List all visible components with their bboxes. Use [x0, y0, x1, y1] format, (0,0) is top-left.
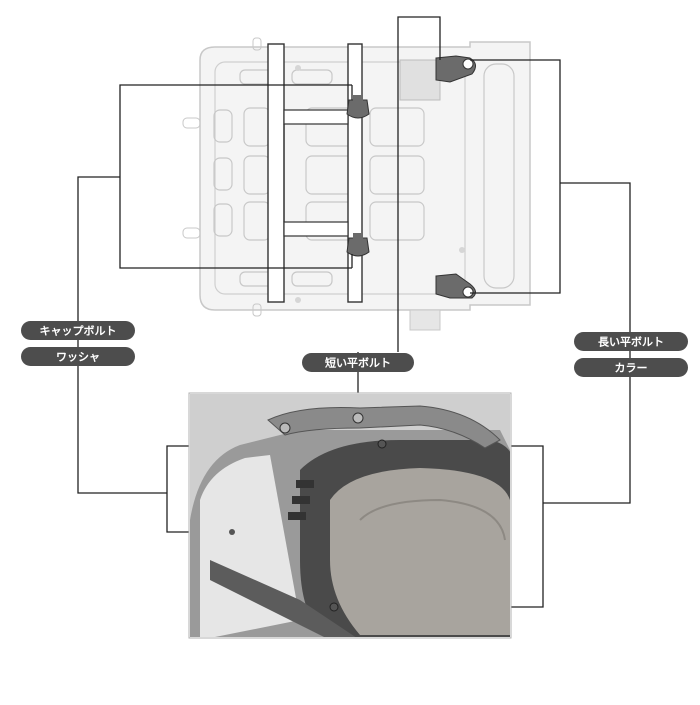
label-collar: カラー — [574, 358, 688, 377]
svg-text:短い平ボルト: 短い平ボルト — [325, 356, 391, 370]
cap-bolt-lower-icon — [346, 233, 370, 257]
rear-rack-top-view — [182, 37, 531, 331]
label-cap-bolt: キャップボルト — [21, 321, 135, 340]
svg-text:カラー: カラー — [615, 362, 648, 375]
svg-text:ワッシャ: ワッシャ — [56, 351, 100, 364]
cap-bolt-upper-icon — [346, 95, 370, 119]
scooter-photo — [188, 392, 512, 639]
svg-text:キャップボルト: キャップボルト — [40, 324, 117, 338]
svg-text:長い平ボルト: 長い平ボルト — [598, 335, 664, 349]
label-washer: ワッシャ — [21, 347, 135, 366]
label-long-flat-bolt: 長い平ボルト — [574, 332, 688, 351]
label-short-flat-bolt: 短い平ボルト — [302, 353, 414, 372]
long-flat-bolt-upper-icon — [435, 55, 476, 83]
